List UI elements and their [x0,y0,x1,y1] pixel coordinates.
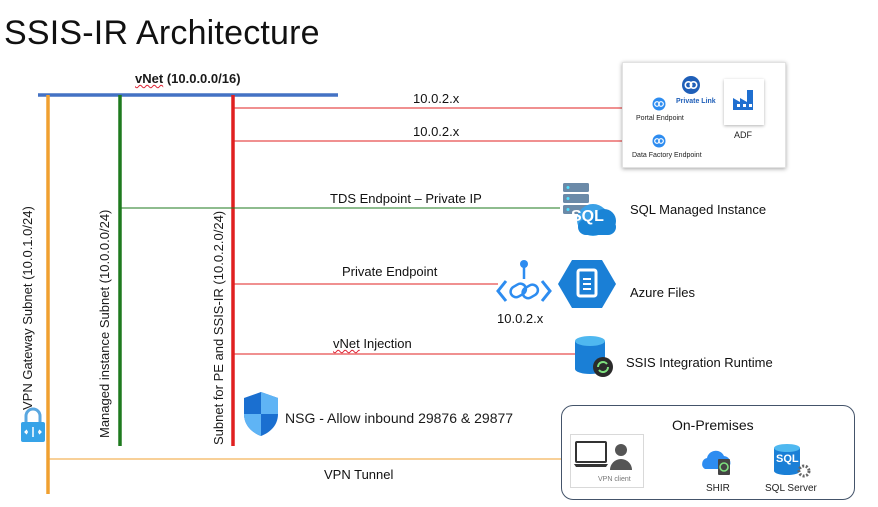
tds-endpoint-label: TDS Endpoint – Private IP [330,191,482,206]
private-link-label: Private Link [676,98,716,105]
vnet-injection-label: vNet Injection [333,336,412,351]
vpn-client-label: VPN client [598,476,631,483]
nsg-shield-icon [244,392,278,436]
ssis-ir-label: SSIS Integration Runtime [626,355,773,370]
ssis-ir-database-icon [575,336,613,377]
vnet-injection-suffix: Injection [359,336,412,351]
sql-server-icon-text: SQL [776,453,799,465]
vpn-client-computer-icon [574,441,632,470]
private-endpoint-icon [496,260,552,302]
vpn-tunnel-label: VPN Tunnel [324,467,394,482]
vnet-prefix: vNet [135,71,164,86]
portal-endpoint-icon [652,97,666,111]
sql-server-label: SQL Server [765,483,817,494]
vnet-label: vNet (10.0.0.0/16) [135,71,241,86]
private-endpoint-label: Private Endpoint [342,264,438,279]
sql-managed-instance-icon [563,183,616,236]
nsg-label: NSG - Allow inbound 29876 & 29877 [285,410,514,426]
pe-ssis-subnet-label: Subnet for PE and SSIS-IR (10.0.2.0/24) [211,210,226,445]
portal-endpoint-ip: 10.0.2.x [413,91,460,106]
portal-endpoint-label: Portal Endpoint [636,115,684,122]
shir-label: SHIR [706,483,730,494]
datafactory-endpoint-label: Data Factory Endpoint [632,152,702,159]
shir-cloud-icon [702,450,731,475]
sql-managed-instance-label: SQL Managed Instance [630,202,767,217]
vpn-gateway-lock-icon [21,407,45,442]
datafactory-endpoint-icon [652,134,666,148]
adf-label: ADF [734,130,752,140]
private-endpoint-ip: 10.0.2.x [497,311,544,326]
sql-server-icon [774,444,811,478]
private-link-icon [682,76,700,94]
azure-files-label: Azure Files [630,285,696,300]
azure-files-icon [558,260,616,308]
vnet-range: (10.0.0.0/16) [166,71,241,86]
on-premises-title: On-Premises [672,417,754,433]
vpn-gateway-subnet-label: VPN Gateway Subnet (10.0.1.0/24) [20,206,35,410]
data-factory-icon [733,90,753,110]
datafactory-endpoint-ip: 10.0.2.x [413,124,460,139]
vnet-injection-prefix: vNet [333,336,360,351]
page-title: SSIS-IR Architecture [4,14,320,52]
sql-mi-icon-text: SQL [571,208,604,225]
managed-instance-subnet-label: Managed instance Subnet (10.0.0.0/24) [97,209,112,438]
